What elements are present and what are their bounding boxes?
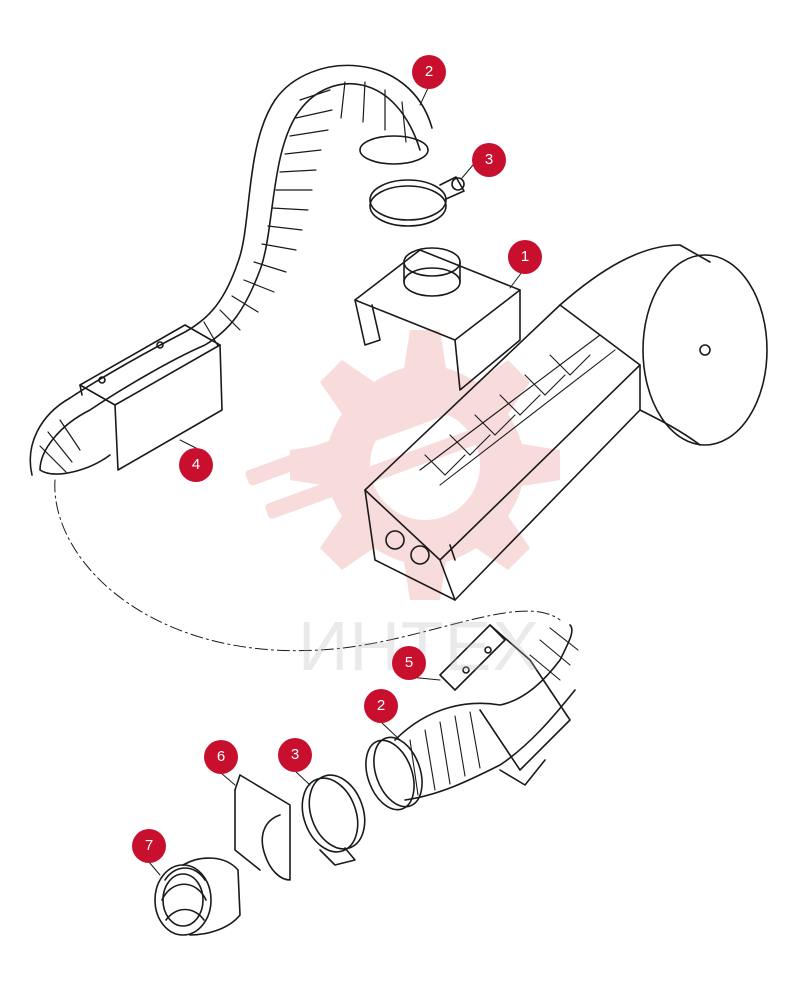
- callout-badge: 2: [364, 689, 398, 723]
- mounting-bracket: [354, 247, 521, 391]
- hose-bracket-lower: [439, 624, 571, 786]
- callout-badge: 2: [412, 55, 446, 89]
- callout-badge: 5: [392, 646, 426, 680]
- upper-hose-clamp: [369, 176, 465, 227]
- nozzle: [154, 857, 241, 936]
- blower-drum: [559, 244, 768, 446]
- callout-badge: 7: [132, 829, 166, 863]
- clip-bracket: [234, 774, 291, 881]
- callout-badge: 3: [472, 143, 506, 177]
- watermark-gear-logo: [245, 330, 560, 600]
- upper-flexible-hose: [29, 64, 433, 476]
- routing-line: [54, 479, 561, 652]
- callout-badge: 3: [278, 738, 312, 772]
- callout-badge: 1: [508, 240, 542, 274]
- hose-bracket-upper: [79, 324, 223, 471]
- callout-badge: 6: [204, 740, 238, 774]
- lower-hose-clamp: [301, 774, 366, 866]
- lower-flexible-hose: [365, 624, 579, 811]
- callout-badge: 4: [179, 448, 213, 482]
